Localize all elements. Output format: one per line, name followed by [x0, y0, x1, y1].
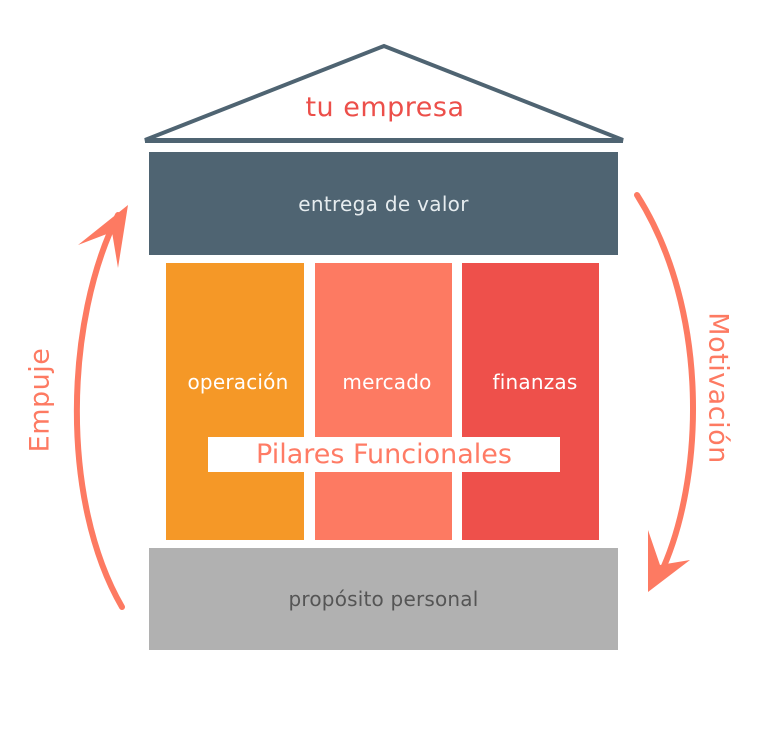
pillar-finanzas — [462, 263, 599, 540]
beam-label: entrega de valor — [298, 191, 469, 216]
company-title: tu empresa — [305, 92, 465, 123]
pillar-label-operacion: operación — [187, 370, 289, 394]
right-arrow-icon — [634, 192, 696, 578]
functional-pillars-banner: Pilares Funcionales — [208, 437, 560, 472]
value-delivery-beam: entrega de valor — [149, 152, 618, 255]
personal-purpose-base: propósito personal — [149, 548, 618, 650]
left-arrow-icon — [73, 212, 125, 610]
right-arrowhead-icon — [648, 530, 690, 592]
banner-label: Pilares Funcionales — [256, 439, 512, 470]
base-label: propósito personal — [288, 587, 479, 611]
pillar-mercado — [315, 263, 452, 540]
pillar-label-mercado: mercado — [342, 370, 432, 394]
pillar-operacion — [166, 263, 304, 540]
pillar-label-finanzas: finanzas — [492, 370, 578, 394]
motivation-label: Motivación — [702, 312, 734, 464]
left-arrowhead-icon — [78, 205, 128, 268]
push-label: Empuje — [24, 347, 56, 453]
